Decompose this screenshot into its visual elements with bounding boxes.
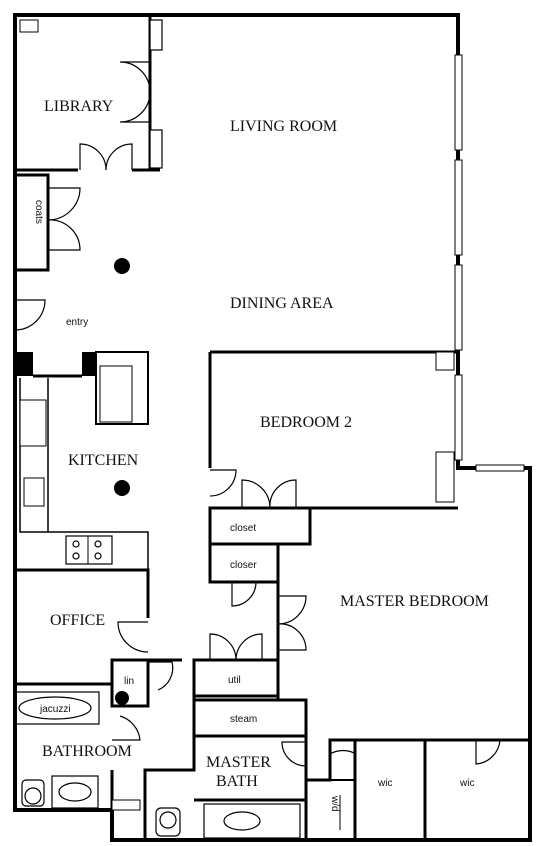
label-wic-2: wic — [459, 778, 474, 789]
label-closer: closer — [230, 560, 257, 571]
small-labels: coats entry closet closer lin util steam… — [33, 200, 474, 812]
room-label-master-bedroom: MASTER BEDROOM — [340, 593, 489, 610]
room-labels: LIBRARY LIVING ROOM DINING AREA BEDROOM … — [42, 98, 489, 790]
fixtures — [14, 535, 301, 839]
room-label-office: OFFICE — [50, 612, 105, 629]
room-label-bathroom: BATHROOM — [42, 743, 132, 760]
room-label-library: LIBRARY — [44, 98, 114, 115]
column-kitchen — [114, 480, 130, 496]
windows — [454, 54, 525, 472]
room-label-bedroom-2: BEDROOM 2 — [260, 414, 352, 431]
label-jacuzzi: jacuzzi — [39, 704, 71, 715]
column-lin — [115, 691, 129, 705]
label-wic-1: wic — [377, 778, 392, 789]
column-dining — [114, 258, 130, 274]
room-label-kitchen: KITCHEN — [68, 452, 139, 469]
interior-walls — [15, 15, 530, 840]
room-label-master-bath-line2: BATH — [216, 773, 258, 790]
doors — [14, 61, 501, 780]
jacuzzi-tub — [18, 696, 92, 720]
label-entry: entry — [66, 317, 88, 328]
stove — [65, 535, 113, 565]
room-label-dining-area: DINING AREA — [230, 295, 334, 312]
columns — [114, 258, 130, 705]
room-label-master-bath-line1: MASTER — [206, 754, 271, 771]
label-coats: coats — [33, 200, 44, 224]
label-util: util — [228, 675, 241, 686]
label-closet: closet — [230, 523, 256, 534]
room-label-living-room: LIVING ROOM — [230, 118, 337, 135]
label-lin: lin — [124, 676, 134, 687]
label-steam: steam — [230, 714, 257, 725]
label-wd: w/d — [329, 795, 340, 812]
